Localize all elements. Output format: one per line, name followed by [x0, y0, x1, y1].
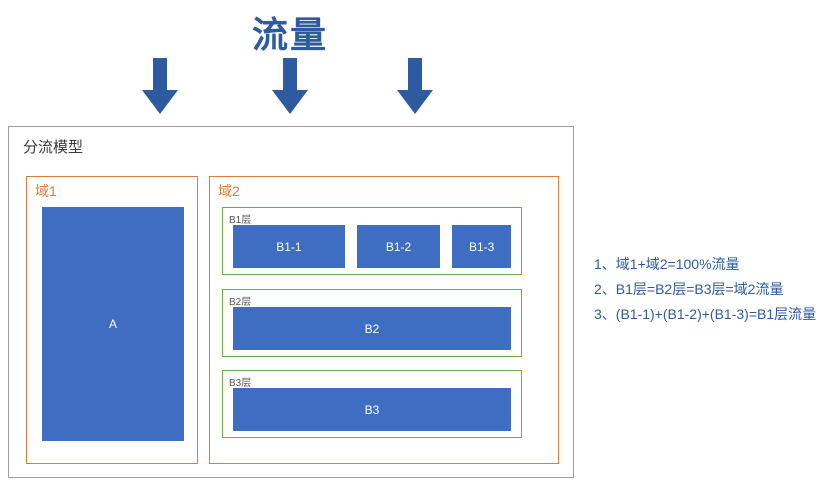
note-line-2: 2、B1层=B2层=B3层=域2流量 — [594, 281, 784, 297]
domain2-label: 域2 — [218, 183, 240, 199]
note-line-1: 1、域1+域2=100%流量 — [594, 256, 740, 272]
box-b3: B3 — [233, 388, 511, 431]
domain2-box: 域2 B1层 B1-1 B1-2 B1-3 B2层 B2 B3层 B3 — [209, 176, 559, 464]
layer-b3-label: B3层 — [229, 378, 252, 389]
note-line-3: 3、(B1-1)+(B1-2)+(B1-3)=B1层流量 — [594, 306, 817, 322]
layer-b1-row: B1-1 B1-2 B1-3 — [233, 225, 511, 268]
box-b1-1: B1-1 — [233, 225, 345, 268]
arrow-head — [397, 90, 433, 114]
domain1-box: 域1 A — [26, 176, 198, 464]
arrow-head — [142, 90, 178, 114]
arrow-head — [272, 90, 308, 114]
layer-b2-row: B2 — [233, 307, 511, 350]
down-arrow-icon — [272, 58, 308, 114]
down-arrow-icon — [397, 58, 433, 114]
layer-b3-row: B3 — [233, 388, 511, 431]
box-b1-3: B1-3 — [452, 225, 511, 268]
model-label: 分流模型 — [23, 139, 84, 156]
box-a: A — [42, 207, 184, 441]
arrow-shaft — [153, 58, 167, 90]
box-b2: B2 — [233, 307, 511, 350]
layer-b1-label: B1层 — [229, 215, 252, 226]
layer-b3-box: B3层 B3 — [222, 370, 522, 438]
arrow-shaft — [283, 58, 297, 90]
down-arrow-icon — [142, 58, 178, 114]
domain1-label: 域1 — [35, 183, 57, 199]
diagram-title: 流量 — [251, 14, 328, 55]
arrow-shaft — [408, 58, 422, 90]
notes-list: 1、域1+域2=100%流量 2、B1层=B2层=B3层=域2流量 3、(B1-… — [594, 252, 816, 327]
layer-b1-box: B1层 B1-1 B1-2 B1-3 — [222, 207, 522, 275]
layer-b2-label: B2层 — [229, 297, 252, 308]
split-model-container: 分流模型 域1 A 域2 B1层 B1-1 B1-2 B1-3 B2层 B2 — [8, 126, 574, 478]
layer-b2-box: B2层 B2 — [222, 289, 522, 357]
box-b1-2: B1-2 — [356, 225, 441, 268]
